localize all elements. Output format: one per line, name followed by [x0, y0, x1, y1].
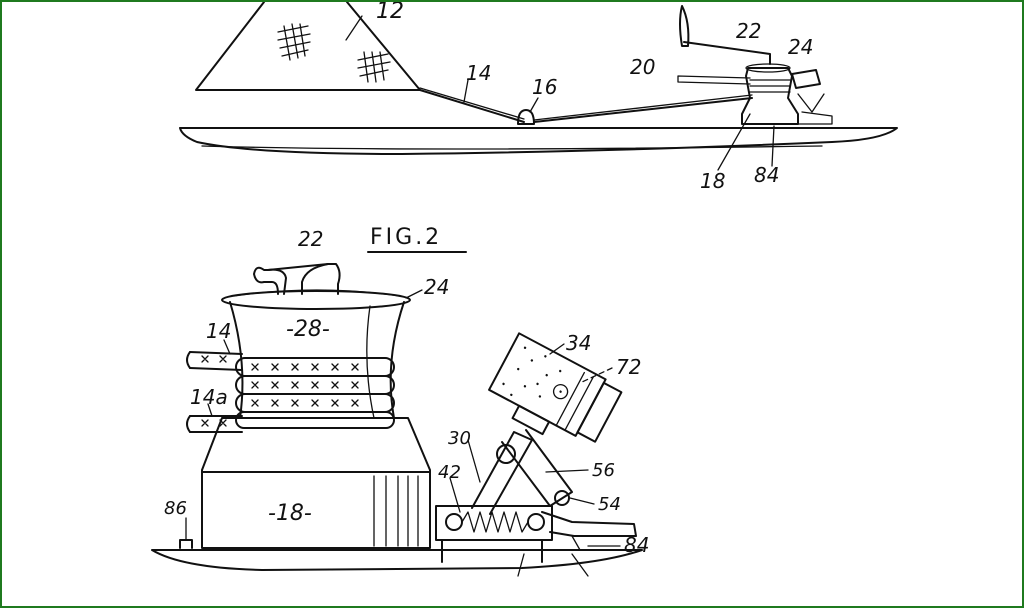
fig1-line: [419, 89, 525, 123]
fig2-drum-top: [221, 290, 411, 310]
fig1-fairlead: [517, 109, 535, 125]
fig2-handle: [253, 266, 287, 295]
fig1-label-handle: 22: [736, 19, 761, 43]
fig2-bolt: [179, 539, 193, 549]
fig1-label-fairlead: 16: [532, 75, 557, 99]
fig2-label-drum-top: 24: [424, 275, 449, 299]
fig2-label-motor: 34: [566, 331, 591, 355]
fig2-line-tail: [189, 415, 243, 433]
fig2-label-pivot: 30: [448, 428, 471, 449]
fig2-label-line: 14: [206, 319, 231, 343]
fig2-label-bolt: 86: [164, 498, 187, 519]
fig2-pedal: [541, 511, 637, 537]
fig1-deck: [179, 127, 898, 155]
fig2-label-spring: 42: [438, 462, 461, 483]
fig1-motor: [791, 69, 821, 89]
fig2: 86 -18- -28- 24 22: [151, 227, 649, 577]
fig2-label-handle: 22: [298, 227, 323, 251]
fig1-label-deck: 84: [754, 163, 779, 187]
fig2-label-drum: -28-: [286, 317, 330, 342]
fig2-label-line-tail: 14a: [190, 385, 228, 409]
fig2-label-linkage: 54: [598, 494, 621, 515]
fig2-base: [201, 417, 431, 549]
fig1-winch: [741, 67, 799, 125]
fig2-link: [501, 429, 573, 507]
fig1-line-in: [677, 75, 751, 85]
fig2-drum: [229, 301, 405, 419]
fig2-label-arm: 56: [592, 460, 615, 481]
fig2-label-base: -18-: [268, 501, 312, 526]
fig1-label-line: 14: [466, 61, 491, 85]
figure-caption: FIG.2: [370, 225, 442, 250]
fig2-rope-wraps: [235, 357, 395, 429]
fig2-spring-housing: [435, 505, 553, 541]
fig2-arm: [471, 431, 533, 515]
fig2-label-motor-mount: 72: [616, 355, 641, 379]
fig1-line-to-winch: [533, 97, 753, 123]
fig2-deck: [151, 549, 643, 571]
fig1: 12 14 16 20 22 24 18 84: [179, 2, 898, 193]
fig1-label-sail: 12: [376, 2, 404, 24]
fig2-spring: [461, 511, 529, 533]
fig1-handle: [683, 41, 771, 65]
fig1-label-winch-base: 18: [700, 169, 725, 193]
fig1-handle-grip: [679, 5, 690, 47]
fig2-line: [189, 351, 243, 371]
fig1-label-line-in: 20: [630, 55, 655, 79]
fig1-sail-hatch: [277, 23, 391, 83]
fig2-label-deck: 84: [624, 533, 649, 557]
fig2-motor: [488, 332, 623, 443]
fig1-deck-shade: [201, 145, 823, 150]
fig1-label-drum-top: 24: [788, 35, 813, 59]
